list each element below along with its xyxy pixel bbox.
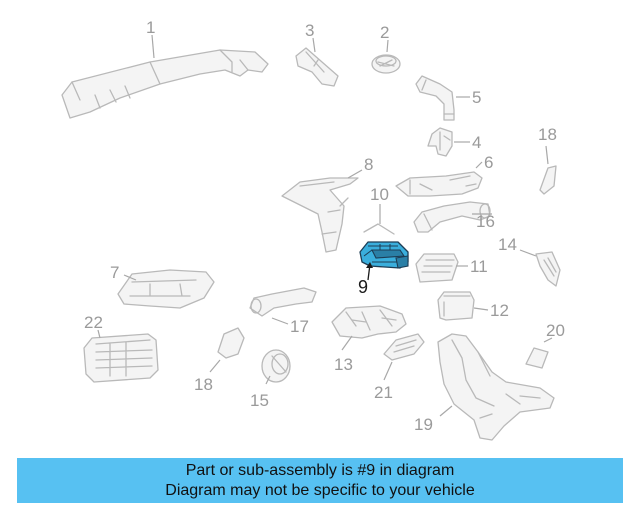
part-9-highlighted[interactable]: 9 bbox=[358, 241, 409, 297]
callout-22: 22 bbox=[84, 313, 103, 332]
callout-2: 2 bbox=[380, 23, 389, 42]
part-8-outlet-duct: 8 bbox=[281, 155, 373, 253]
part-4-connector: 4 bbox=[427, 127, 481, 157]
part-16-duct: 16 bbox=[413, 201, 495, 233]
callout-9: 9 bbox=[358, 277, 368, 297]
callout-6: 6 bbox=[484, 153, 493, 172]
callout-17: 17 bbox=[290, 317, 309, 336]
callout-19: 19 bbox=[414, 415, 433, 434]
callout-20: 20 bbox=[546, 321, 565, 340]
part-11-register: 11 bbox=[415, 253, 488, 283]
part-21-grille: 21 bbox=[374, 333, 425, 402]
callout-3: 3 bbox=[305, 21, 314, 40]
part-5-hose: 5 bbox=[415, 75, 481, 121]
callout-8: 8 bbox=[364, 155, 373, 174]
callout-4: 4 bbox=[472, 133, 481, 152]
part-15-nozzle: 15 bbox=[250, 349, 291, 410]
part-18-vent-trim-upper: 18 bbox=[538, 125, 557, 195]
part-13-housing: 13 bbox=[331, 305, 407, 374]
part-22-vent: 22 bbox=[83, 313, 159, 383]
callout-12: 12 bbox=[490, 301, 509, 320]
part-10-clip: 10 bbox=[363, 185, 395, 235]
part-18-vent-trim-lower: 18 bbox=[194, 327, 245, 394]
part-17-hose: 17 bbox=[249, 287, 317, 336]
part-14-vent: 14 bbox=[498, 235, 561, 287]
part-1-dash-duct: 1 bbox=[61, 18, 269, 119]
banner-line-1: Part or sub-assembly is #9 in diagram bbox=[185, 461, 455, 479]
banner-line-2: Diagram may not be specific to your vehi… bbox=[165, 481, 475, 499]
part-19-floor-duct: 19 bbox=[414, 333, 555, 441]
callout-16: 16 bbox=[476, 212, 495, 231]
parts-diagram: 1 2 3 5 4 18 6 bbox=[61, 18, 565, 441]
part-7-panel: 7 bbox=[110, 263, 215, 309]
callout-15: 15 bbox=[250, 391, 269, 410]
part-6-duct: 6 bbox=[395, 153, 493, 197]
part-3-bracket: 3 bbox=[295, 21, 339, 87]
part-12-register: 12 bbox=[437, 291, 509, 321]
callout-18a: 18 bbox=[538, 125, 557, 144]
callout-18b: 18 bbox=[194, 375, 213, 394]
part-2-cap: 2 bbox=[371, 23, 401, 74]
callout-1: 1 bbox=[146, 18, 155, 37]
callout-7: 7 bbox=[110, 263, 119, 282]
callout-10: 10 bbox=[370, 185, 389, 204]
callout-14: 14 bbox=[498, 235, 517, 254]
callout-5: 5 bbox=[472, 88, 481, 107]
part-20-seal: 20 bbox=[525, 321, 565, 369]
callout-11: 11 bbox=[470, 257, 488, 276]
info-banner: Part or sub-assembly is #9 in diagram Di… bbox=[17, 458, 623, 503]
callout-13: 13 bbox=[334, 355, 353, 374]
callout-21: 21 bbox=[374, 383, 393, 402]
